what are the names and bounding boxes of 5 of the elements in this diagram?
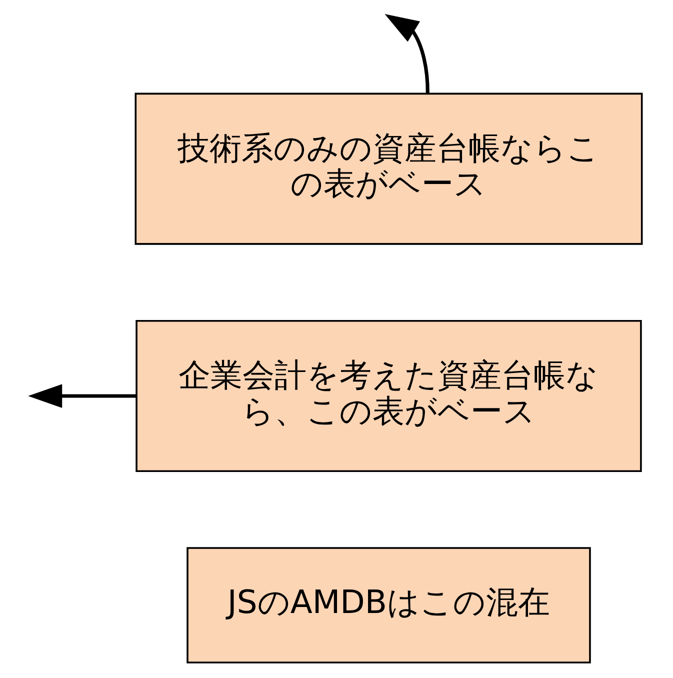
node-box: JSのAMDBはこの混在 [186,547,590,664]
arrow [28,384,136,408]
arrow [384,14,429,94]
node-box: 企業会計を考えた資産台帳なら、この表がベース [135,320,642,472]
node-box: 技術系のみの資産台帳ならこの表がベース [134,92,642,245]
